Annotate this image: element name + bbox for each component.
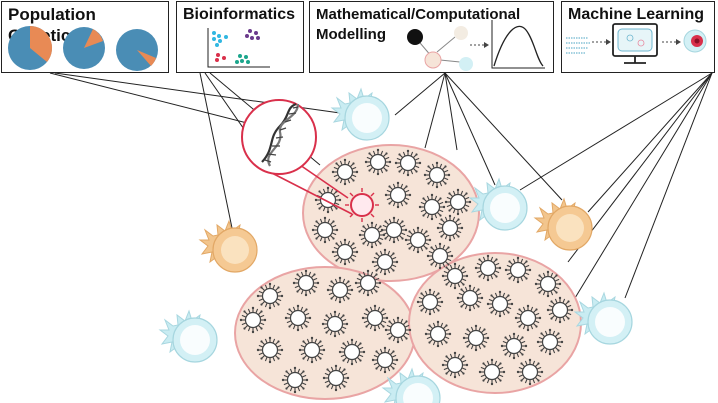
immune-cell-blue-bottom-left: [159, 310, 218, 363]
monitor-icon: [612, 23, 658, 64]
machine-learning-title: Machine Learning: [568, 6, 705, 23]
modelling-title-line1: Mathematical/Computational: [316, 6, 521, 23]
highlighted-virus: [345, 188, 379, 222]
growth-curve-icon: [491, 20, 545, 69]
immune-cell-orange-right: [534, 198, 593, 251]
target-cell-icon: [683, 29, 707, 53]
immune-cell-blue-top: [331, 88, 390, 141]
bioinformatics-panel: Bioinformatics: [176, 1, 304, 73]
dotted-arrow-icon: [470, 42, 489, 48]
network-diagram-icon: [407, 26, 473, 71]
cluster-plot-icon: [207, 28, 270, 68]
immune-cell-blue-bottom-right: [574, 292, 633, 345]
pie-chart-2: [63, 27, 105, 69]
data-text-icon: [566, 37, 590, 54]
pie-chart-3: [116, 29, 158, 71]
dotted-arrow-icon: [592, 39, 611, 45]
modelling-title-line2: Modelling: [316, 26, 386, 43]
bioinformatics-title: Bioinformatics: [183, 6, 296, 23]
immune-cell-orange-left: [199, 220, 258, 273]
dotted-arrow-icon: [662, 39, 681, 45]
pie-chart-1: [8, 25, 53, 70]
connector-lines: [49, 72, 713, 299]
dna-helix-icon: [261, 102, 300, 167]
